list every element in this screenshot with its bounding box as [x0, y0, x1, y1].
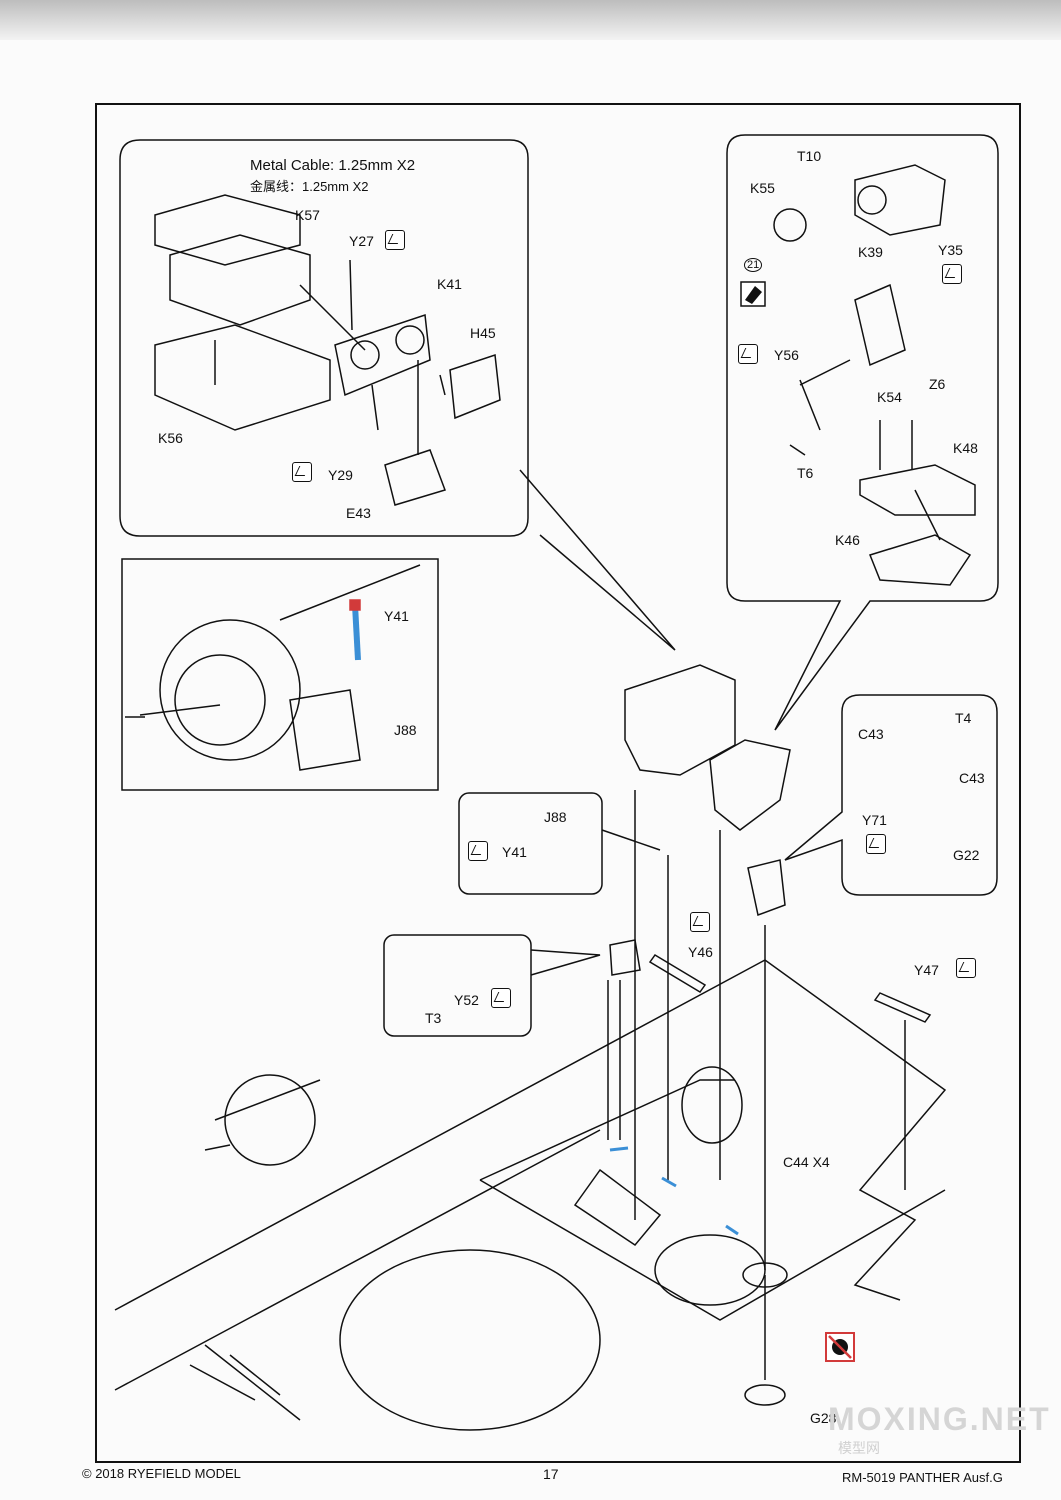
detail-box-t3 [383, 934, 532, 1037]
part-label-j88: J88 [544, 809, 567, 825]
part-label-g28: G28 [810, 1410, 837, 1426]
detail-box-j88 [458, 792, 603, 895]
watermark: MOXING.NET [828, 1401, 1051, 1437]
check-icon [468, 841, 488, 861]
part-label-y41: Y41 [502, 844, 527, 860]
part-label-y71: Y71 [862, 812, 887, 828]
part-label-h45: H45 [470, 325, 496, 341]
part-label-z6: Z6 [929, 376, 946, 392]
part-label-j88-detail: J88 [394, 722, 417, 738]
detail-box-hull [121, 558, 439, 791]
check-icon [690, 912, 710, 932]
footer-copyright: © 2018 RYEFIELD MODEL [82, 1466, 241, 1481]
check-icon [942, 264, 962, 284]
part-label-c44: C44 X4 [783, 1154, 830, 1170]
part-label-k56: K56 [158, 430, 183, 446]
part-label-k55: K55 [750, 180, 775, 196]
page-frame [95, 103, 1021, 1463]
metal-cable-label-zh: 金属线：1.25mm X2 [250, 179, 369, 194]
check-icon [866, 834, 886, 854]
part-label-y35: Y35 [938, 242, 963, 258]
metal-cable-label: Metal Cable: 1.25mm X2 [250, 157, 416, 174]
detail-box-g22 [784, 694, 998, 896]
part-label-t3: T3 [425, 1010, 442, 1026]
footer-page-number: 17 [543, 1466, 559, 1482]
paint-icon [740, 281, 766, 307]
part-label-e43: E43 [346, 505, 371, 521]
check-icon [491, 988, 511, 1008]
check-icon [385, 230, 405, 250]
part-label-k48: K48 [953, 440, 978, 456]
part-label-y41-detail: Y41 [384, 608, 409, 624]
step-number-21: 21 [744, 258, 763, 272]
part-label-y27: Y27 [349, 233, 374, 249]
watermark-sub: 模型网 [838, 1440, 880, 1456]
callout-box-seat [726, 134, 999, 731]
part-label-k46: K46 [835, 532, 860, 548]
check-icon [956, 958, 976, 978]
part-label-y56: Y56 [774, 347, 799, 363]
part-label-y52: Y52 [454, 992, 479, 1008]
part-label-c43-right: C43 [959, 770, 985, 786]
part-label-k41: K41 [437, 276, 462, 292]
no-glue-icon [825, 1332, 855, 1362]
check-icon [292, 462, 312, 482]
part-label-k57: K57 [295, 207, 320, 223]
part-label-t10: T10 [797, 148, 822, 164]
part-label-c43-left: C43 [858, 726, 884, 742]
callout-box-battery [119, 139, 529, 537]
part-label-k54: K54 [877, 389, 902, 405]
callout-pointer-left [519, 469, 676, 651]
scan-shadow [0, 0, 1061, 40]
part-label-y46: Y46 [688, 944, 713, 960]
part-label-g22: G22 [953, 847, 980, 863]
check-icon [738, 344, 758, 364]
part-label-y29: Y29 [328, 467, 353, 483]
footer-product: RM-5019 PANTHER Ausf.G [842, 1470, 1003, 1485]
part-label-k39: K39 [858, 244, 883, 260]
part-label-y47: Y47 [914, 962, 939, 978]
part-label-t6: T6 [797, 465, 814, 481]
part-label-t4: T4 [955, 710, 972, 726]
